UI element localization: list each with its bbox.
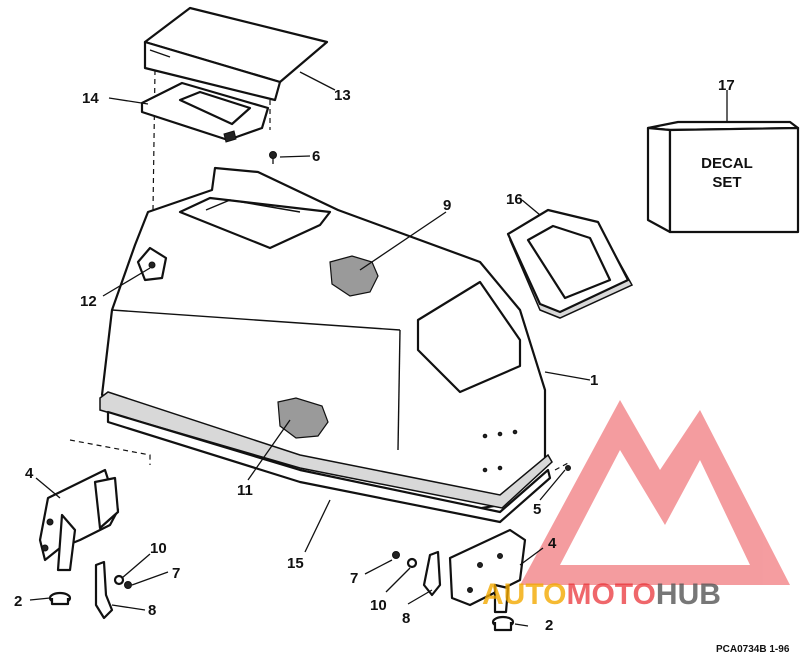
callout-7-right: 7 (350, 570, 358, 587)
callout-2-left: 2 (14, 593, 22, 610)
window-gasket (506, 208, 634, 319)
callout-6: 6 (312, 148, 320, 165)
access-cover (143, 6, 329, 102)
decal-set-box (646, 120, 800, 234)
callout-9: 9 (443, 197, 451, 214)
decal-box-line1: DECAL (701, 155, 753, 172)
alignment-lines (69, 69, 571, 471)
watermark-text-auto: AUTO (482, 578, 566, 611)
callout-17: 17 (718, 77, 735, 94)
washer-screw-right (392, 551, 418, 569)
bracket-left (38, 468, 120, 572)
callout-8-right: 8 (402, 610, 410, 627)
callout-10-left: 10 (150, 540, 167, 557)
watermark-triangle-inner (560, 450, 750, 565)
callout-13: 13 (334, 87, 351, 104)
clip-left (94, 560, 114, 620)
callout-11: 11 (237, 482, 253, 499)
watermark-text: AUTOMOTOHUB (482, 578, 721, 611)
washer-screw-left (113, 574, 132, 589)
screw-6 (269, 151, 277, 164)
callout-8-left: 8 (148, 602, 156, 619)
bracket-right (448, 528, 527, 614)
latch-12 (136, 246, 168, 282)
callout-4-right: 4 (548, 535, 557, 552)
callout-labels: 14 13 6 17 16 9 12 1 11 5 4 4 15 10 7 8 … (14, 77, 735, 634)
leader-lines (29, 71, 728, 627)
foot-right (491, 615, 515, 632)
screw-5 (565, 465, 571, 471)
callout-14: 14 (82, 90, 99, 107)
watermark-triangle-outer (520, 400, 790, 585)
callout-5: 5 (533, 501, 541, 518)
engine-cover (100, 166, 547, 512)
callout-7-left: 7 (172, 565, 180, 582)
cover-frame (140, 81, 270, 143)
callout-4-left: 4 (25, 465, 34, 482)
foot-left (48, 591, 72, 606)
callout-10-right: 10 (370, 597, 387, 614)
callout-16: 16 (506, 191, 523, 208)
watermark-text-hub: HUB (656, 578, 721, 611)
clip-right (422, 550, 442, 597)
decal-box-line2: SET (712, 174, 741, 191)
callout-1: 1 (590, 372, 598, 389)
document-code: PCA0734B 1-96 (716, 644, 790, 655)
callout-15: 15 (287, 555, 304, 572)
decal-11 (277, 397, 329, 439)
mounting-holes (482, 429, 518, 473)
callout-2-right: 2 (545, 617, 553, 634)
watermark-text-moto: MOTO (566, 578, 655, 611)
callout-12: 12 (80, 293, 97, 310)
watermark-logo (520, 400, 790, 585)
bottom-seal (99, 391, 553, 524)
